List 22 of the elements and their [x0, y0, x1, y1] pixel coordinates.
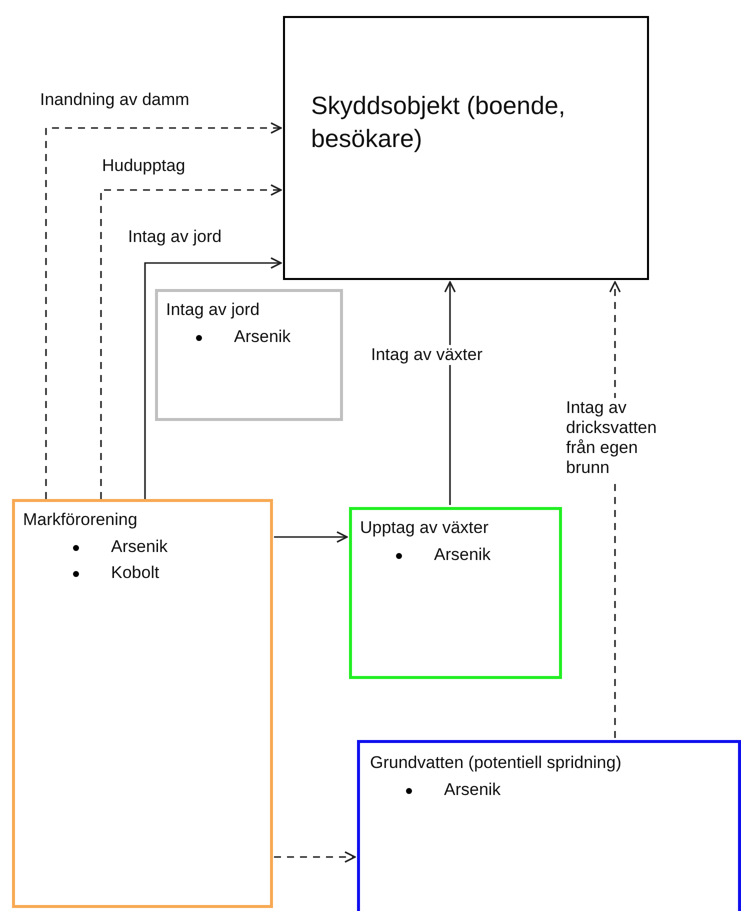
arrow [274, 851, 356, 863]
box-title: Upptag av växter [360, 518, 489, 538]
box [349, 507, 562, 679]
box [357, 740, 741, 911]
list-item: Arsenik [111, 536, 168, 558]
arrow [100, 184, 282, 499]
box [283, 16, 649, 280]
list-item: Arsenik [444, 779, 501, 801]
box-title: Skyddsobjekt (boende, besökare) [311, 91, 566, 155]
box-title: Grundvatten (potentiell spridning) [370, 753, 622, 773]
box-title: Markförorening [23, 510, 138, 530]
list-item: Arsenik [234, 326, 291, 348]
arrow [45, 122, 282, 499]
box [155, 289, 343, 421]
arrow [144, 257, 282, 499]
edge-label: Hudupptag [100, 156, 188, 176]
box-title: Intag av jord [166, 300, 260, 320]
arrow [274, 531, 348, 543]
list-item: Kobolt [111, 562, 160, 584]
list-item: Arsenik [434, 544, 491, 566]
box [12, 499, 273, 908]
arrow [444, 281, 456, 505]
